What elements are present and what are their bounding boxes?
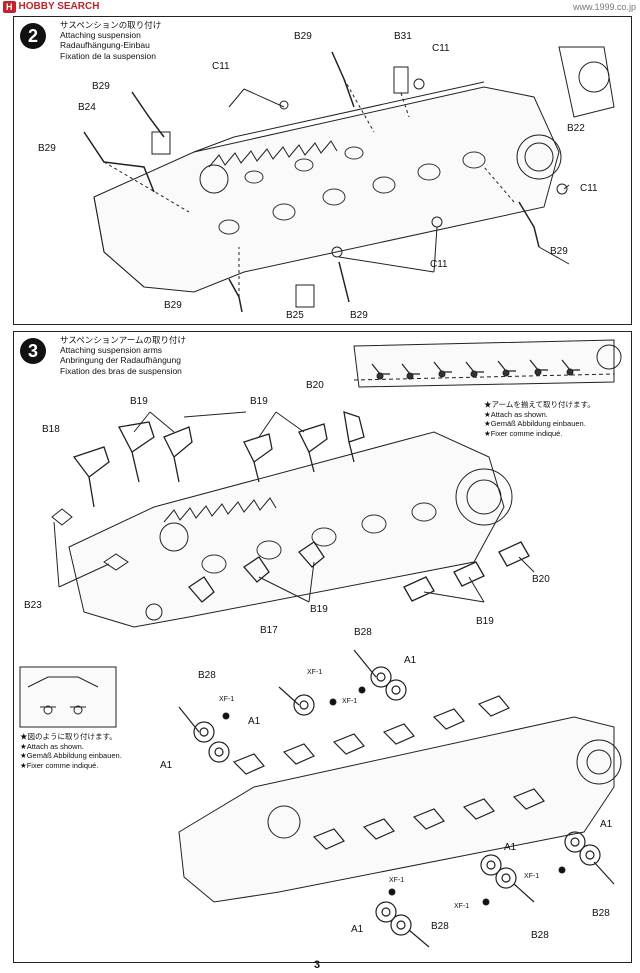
label-b25: B25 — [286, 310, 304, 321]
inset-arms-aligned — [353, 339, 622, 388]
suspension-hull-drawing — [83, 46, 615, 313]
label-c11-top: C11 — [432, 43, 450, 54]
note-right-de: ★Gemäß Abbildung einbauen. — [484, 419, 586, 428]
note-right-jp: ★アームを揃えて取り付けます。 — [484, 400, 595, 409]
label-a1-bottom-right: A1 — [600, 819, 613, 830]
step-3-number: 3 — [20, 338, 46, 364]
label-a1-top-right: A1 — [404, 655, 417, 666]
step-3-title-de: Anbringung der Radaufhängung — [60, 355, 181, 366]
step-2-title-de: Radaufhängung-Einbau — [60, 40, 150, 51]
label-xf1-mid: XF-1 — [342, 698, 358, 705]
page-number: 3 — [314, 959, 321, 971]
note-attach-left: ★図のように取り付けます。 ★Attach as shown. ★Gemäß A… — [20, 732, 122, 770]
note-right-fr: ★Fixer comme indiqué. — [484, 428, 563, 438]
label-b22: B22 — [567, 123, 585, 134]
label-b24: B24 — [78, 102, 96, 113]
note-left-en: ★Attach as shown. — [20, 741, 84, 751]
label-b19-upper-mid: B19 — [250, 396, 268, 407]
suspension-arms-drawing — [19, 339, 622, 948]
label-b28-bottom-mid: B28 — [531, 930, 549, 941]
label-b19-lower-mid: B19 — [310, 604, 328, 615]
note-left-jp: ★図のように取り付けます。 — [20, 732, 117, 741]
label-b18: B18 — [42, 424, 60, 435]
watermark-bar: H HOBBY SEARCH www.1999.co.jp — [0, 0, 640, 14]
step-2-title-jp: サスペンションの取り付け — [60, 20, 162, 30]
label-a1-bottom-mid: A1 — [504, 842, 517, 853]
label-b28-top: B28 — [354, 627, 372, 638]
label-b29-bottom-left: B29 — [164, 300, 182, 311]
label-a1-left: A1 — [160, 760, 173, 771]
label-b28-bottom-right: B28 — [592, 908, 610, 919]
step-3-title-jp: サスペンションアームの取り付け — [60, 335, 186, 345]
label-b29-right: B29 — [550, 246, 568, 257]
note-left-fr: ★Fixer comme indiqué. — [20, 760, 99, 770]
label-xf1-bottom-right: XF-1 — [524, 873, 540, 880]
label-b17: B17 — [260, 625, 278, 636]
label-b31: B31 — [394, 31, 412, 42]
label-b23: B23 — [24, 600, 42, 611]
label-c11-right: C11 — [580, 183, 598, 194]
label-b20-right: B20 — [532, 574, 550, 585]
logo-mark: H — [3, 1, 16, 13]
label-b29-upper-left: B29 — [92, 81, 110, 92]
label-b28-left: B28 — [198, 670, 216, 681]
label-xf1-left: XF-1 — [219, 696, 235, 703]
step-3-title-fr: Fixation des bras de suspension — [60, 365, 182, 376]
label-b29-top: B29 — [294, 31, 312, 42]
label-b20-top: B20 — [306, 380, 324, 391]
label-b19-upper-left: B19 — [130, 396, 148, 407]
step-3-title-en: Attaching suspension arms — [60, 345, 163, 356]
label-xf1-bottom-mid: XF-1 — [454, 903, 470, 910]
label-b28-bottom-left: B28 — [431, 921, 449, 932]
step-2-title-en: Attaching suspension — [60, 30, 141, 41]
note-attach-right: ★アームを揃えて取り付けます。 ★Attach as shown. ★Gemäß… — [484, 400, 595, 438]
logo-text: HOBBY SEARCH — [18, 1, 100, 12]
label-xf1-bottom-left: XF-1 — [389, 877, 405, 884]
note-left-de: ★Gemäß Abbildung einbauen. — [20, 751, 122, 760]
label-b29-bottom: B29 — [350, 310, 368, 321]
step-2-title: サスペンションの取り付け Attaching suspension Radauf… — [60, 20, 161, 61]
step-2-panel: 2 サスペンションの取り付け Attaching suspension Rada… — [13, 16, 632, 325]
label-a1-bottom-left: A1 — [351, 924, 364, 935]
step-2-title-fr: Fixation de la suspension — [60, 50, 156, 61]
label-xf1-top: XF-1 — [307, 669, 323, 676]
label-a1-mid: A1 — [248, 716, 261, 727]
label-b19-lower-right: B19 — [476, 616, 494, 627]
note-right-en: ★Attach as shown. — [484, 409, 548, 419]
label-c11-left: C11 — [212, 61, 230, 72]
label-b29-left: B29 — [38, 143, 56, 154]
hobby-search-logo: H HOBBY SEARCH — [3, 1, 99, 13]
watermark-url: www.1999.co.jp — [572, 2, 636, 12]
step-3-title: サスペンションアームの取り付け Attaching suspension arm… — [60, 335, 186, 376]
step-2-number: 2 — [20, 23, 46, 49]
label-c11-bottom: C11 — [430, 259, 448, 270]
step-3-panel: 3 サスペンションアームの取り付け Attaching suspension a… — [13, 331, 632, 963]
